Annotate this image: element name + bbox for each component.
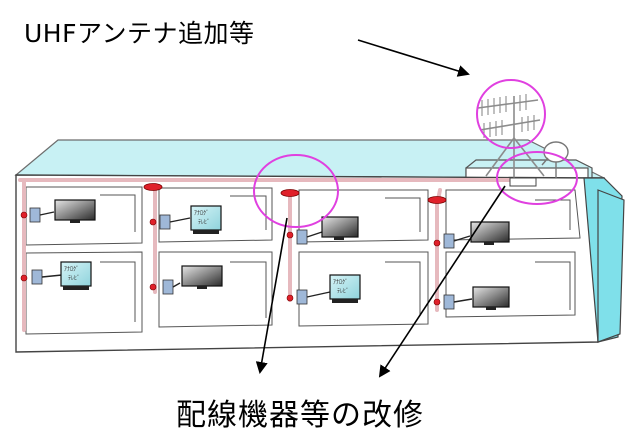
tv-connectors: [29, 207, 455, 310]
analog-tv: ｱﾅﾛｸﾞ ﾃﾚﾋﾞ: [329, 274, 361, 303]
rooftop-equipment-highlight: [496, 151, 578, 205]
flat-tv: [470, 221, 510, 245]
svg-text:ﾃﾚﾋﾞ: ﾃﾚﾋﾞ: [68, 275, 80, 282]
antenna-addition-label: UHFアンテナ追加等: [24, 19, 255, 48]
wiring-highlight: [253, 154, 339, 228]
booster-box: [509, 177, 537, 187]
svg-text:ｱﾅﾛｸﾞ: ｱﾅﾛｸﾞ: [64, 266, 79, 273]
flat-tv: [321, 216, 359, 240]
arrow-to-rooftop: [378, 185, 506, 378]
highlight-circles: [253, 79, 578, 228]
flat-tv: [472, 286, 510, 310]
analog-tv: ｱﾅﾛｸﾞ ﾃﾚﾋﾞ: [60, 261, 92, 290]
arrow-to-antenna: [357, 39, 470, 77]
flat-tv: [181, 265, 223, 289]
wiring-renovation-label: 配線機器等の改修: [176, 398, 424, 433]
room-outlines: [25, 186, 581, 335]
svg-text:ﾃﾚﾋﾞ: ﾃﾚﾋﾞ: [198, 219, 210, 226]
svg-text:ｱﾅﾛｸﾞ: ｱﾅﾛｸﾞ: [194, 210, 209, 217]
splitters: [143, 183, 447, 204]
uhf-antenna: [477, 94, 545, 178]
flat-tv: [54, 199, 96, 223]
svg-text:ﾃﾚﾋﾞ: ﾃﾚﾋﾞ: [337, 288, 349, 295]
svg-text:ｱﾅﾛｸﾞ: ｱﾅﾛｸﾞ: [333, 279, 348, 286]
arrow-to-wiring: [255, 217, 288, 374]
antenna-highlight: [476, 79, 546, 149]
wall-outlets: [20, 211, 441, 306]
callout-arrows: [255, 39, 506, 378]
analog-tv: ｱﾅﾛｸﾞ ﾃﾚﾋﾞ: [190, 205, 222, 234]
